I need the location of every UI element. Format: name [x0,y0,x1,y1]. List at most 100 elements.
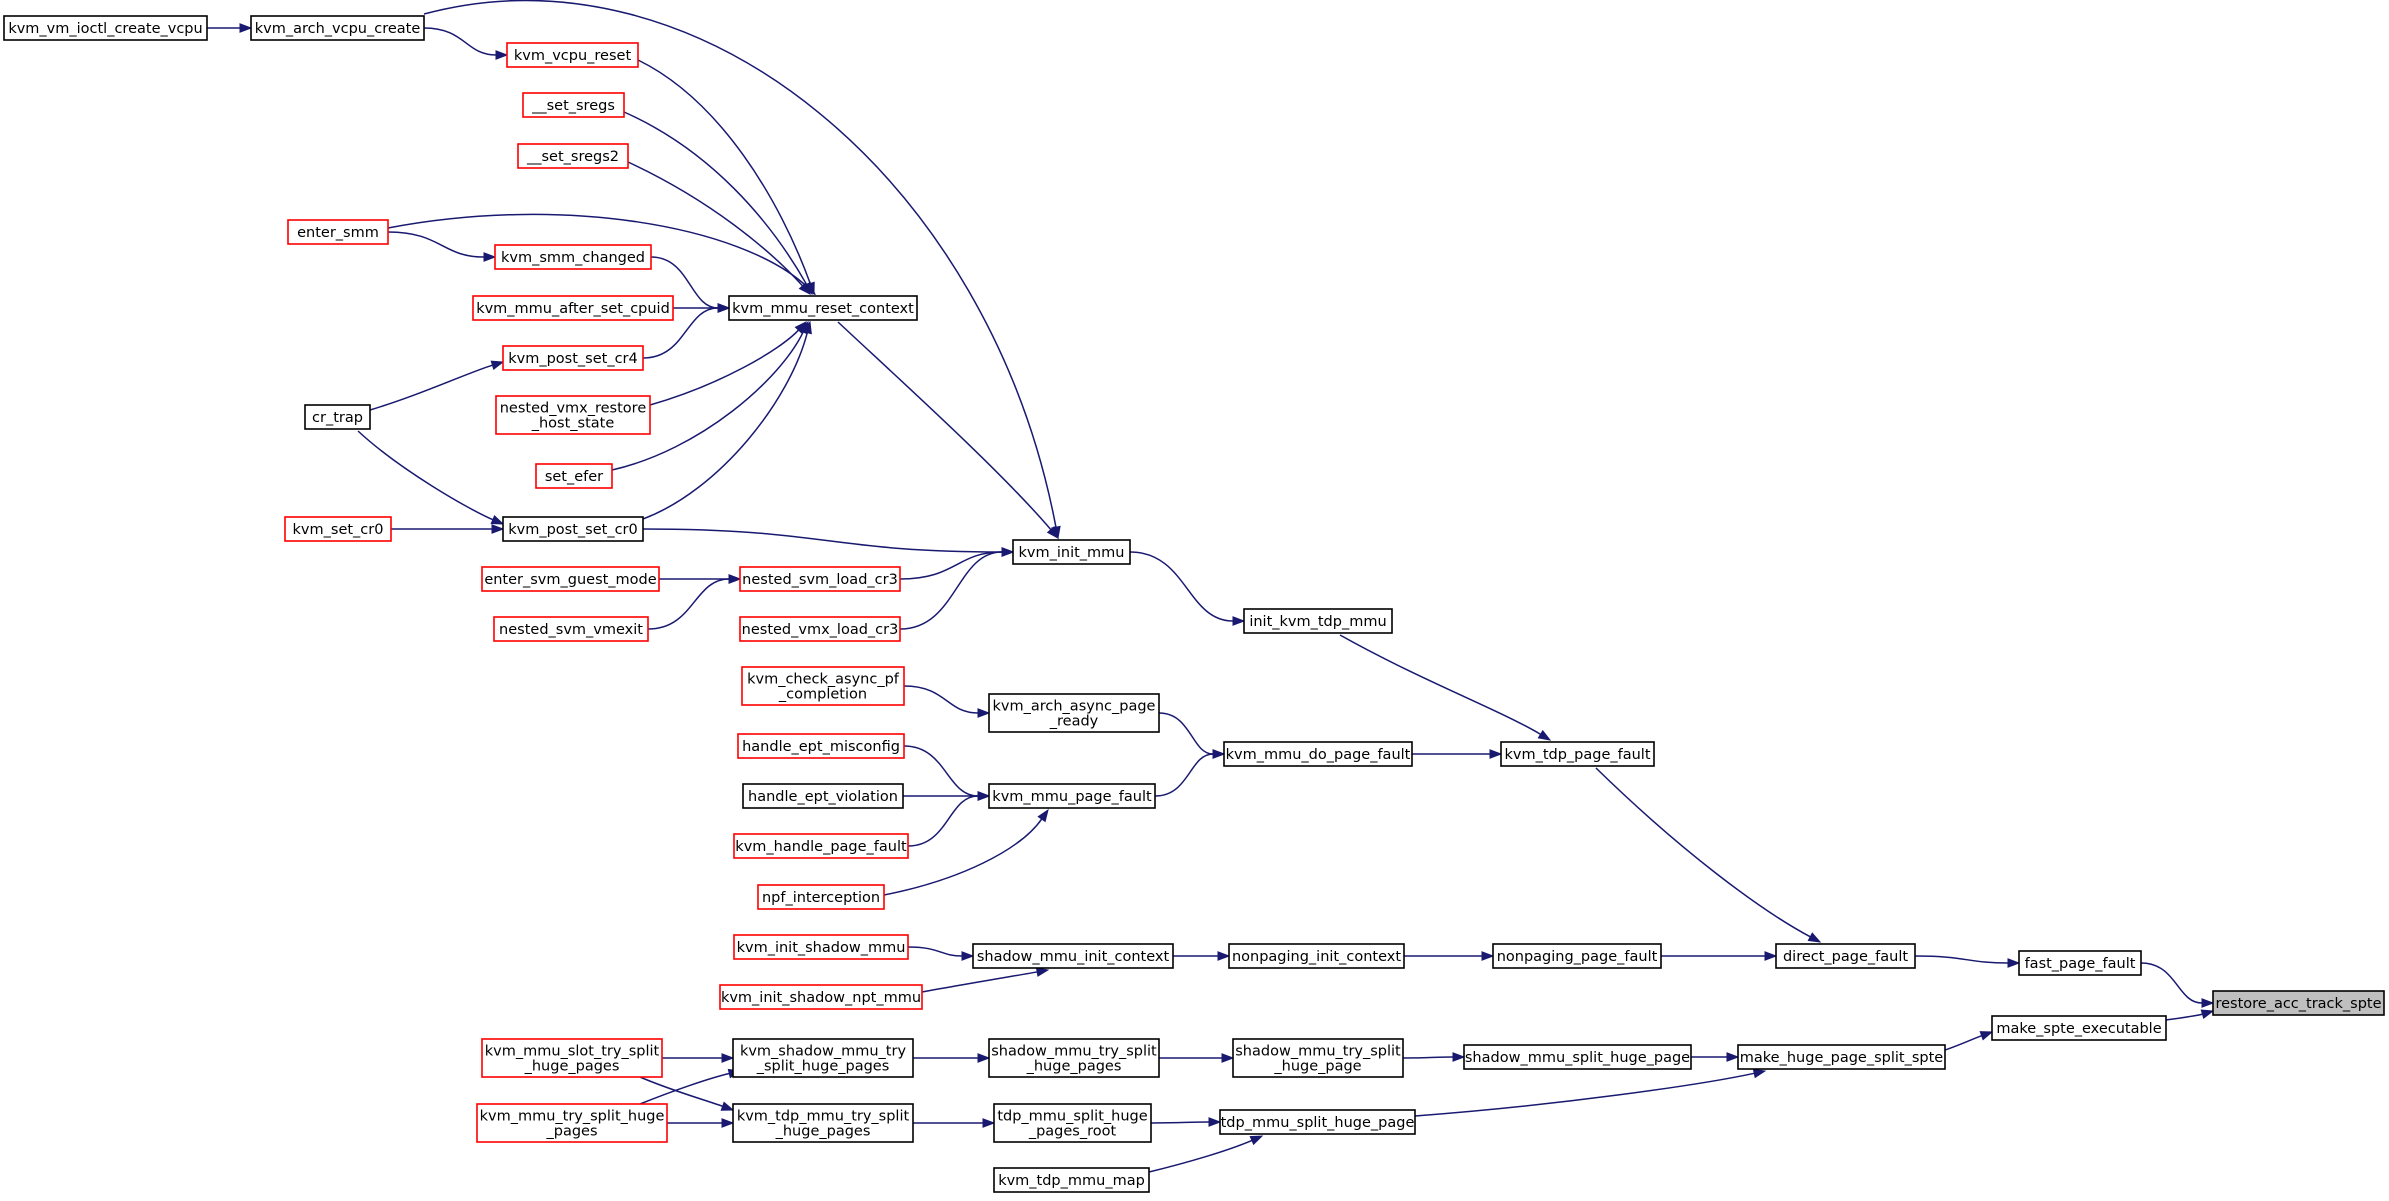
node-box[interactable] [1223,741,1413,767]
node-box[interactable] [728,295,918,321]
node-kvm_set_cr0[interactable]: kvm_set_cr0 [284,516,392,542]
node-kvm_mmu_do_page_fault[interactable]: kvm_mmu_do_page_fault [1223,741,1413,767]
node-nested_svm_vmexit[interactable]: nested_svm_vmexit [493,616,649,642]
node-box[interactable] [1463,1044,1692,1070]
node-box[interactable] [3,15,208,41]
node-npf_interception[interactable]: npf_interception [757,884,885,910]
node-kvm_init_shadow_npt_mmu[interactable]: kvm_init_shadow_npt_mmu [719,984,923,1010]
node-nested_vmx_restore_host_state[interactable]: nested_vmx_restore_host_state [495,395,651,435]
node-__set_sregs2[interactable]: __set_sregs2 [517,143,629,169]
node-box[interactable] [1775,943,1916,969]
node-box[interactable] [481,566,660,592]
node-shadow_mmu_init_context[interactable]: shadow_mmu_init_context [972,943,1174,969]
node-box[interactable] [472,295,674,321]
node-cr_trap[interactable]: cr_trap [304,404,371,430]
node-kvm_shadow_mmu_try_split_huge_pages[interactable]: kvm_shadow_mmu_try_split_huge_pages [732,1038,914,1078]
node-box[interactable] [502,516,644,542]
node-box[interactable] [287,219,389,245]
node-box[interactable] [1492,943,1662,969]
node-box[interactable] [739,616,901,642]
node-box[interactable] [1012,539,1131,565]
node-tdp_mmu_split_huge_pages_root[interactable]: tdp_mmu_split_huge_pages_root [993,1103,1152,1143]
node-restore_acc_track_spte[interactable]: restore_acc_track_spte [2212,990,2385,1016]
node-shadow_mmu_try_split_huge_pages[interactable]: shadow_mmu_try_split_huge_pages [988,1038,1160,1078]
node-box[interactable] [535,463,613,489]
node-box[interactable] [1243,608,1393,634]
node-box[interactable] [494,244,652,270]
node-box[interactable] [502,345,644,371]
node-kvm_mmu_slot_try_split_huge_pages[interactable]: kvm_mmu_slot_try_split_huge_pages [481,1038,663,1078]
node-box[interactable] [522,92,625,118]
node-box[interactable] [517,143,629,169]
node-enter_smm[interactable]: enter_smm [287,219,389,245]
node-box[interactable] [988,1038,1160,1078]
node-box[interactable] [757,884,885,910]
node-box[interactable] [733,934,909,960]
node-box[interactable] [2018,950,2142,976]
node-box[interactable] [719,984,923,1010]
node-box[interactable] [1500,741,1655,767]
node-kvm_tdp_mmu_try_split_huge_pages[interactable]: kvm_tdp_mmu_try_split_huge_pages [732,1103,914,1143]
node-box[interactable] [1991,1015,2167,1041]
node-kvm_post_set_cr4[interactable]: kvm_post_set_cr4 [502,345,644,371]
node-box[interactable] [732,1038,914,1078]
node-box[interactable] [737,733,905,759]
node-kvm_tdp_page_fault[interactable]: kvm_tdp_page_fault [1500,741,1655,767]
node-shadow_mmu_try_split_huge_page[interactable]: shadow_mmu_try_split_huge_page [1232,1038,1404,1078]
node-box[interactable] [2212,990,2385,1016]
node-kvm_tdp_mmu_map[interactable]: kvm_tdp_mmu_map [993,1167,1150,1193]
node-box[interactable] [1219,1109,1416,1135]
node-box[interactable] [993,1103,1152,1143]
node-kvm_mmu_page_fault[interactable]: kvm_mmu_page_fault [988,783,1156,809]
node-box[interactable] [1737,1044,1946,1070]
node-box[interactable] [1232,1038,1404,1078]
node-box[interactable] [481,1038,663,1078]
node-nested_svm_load_cr3[interactable]: nested_svm_load_cr3 [739,566,901,592]
node-direct_page_fault[interactable]: direct_page_fault [1775,943,1916,969]
node-tdp_mmu_split_huge_page[interactable]: tdp_mmu_split_huge_page [1219,1109,1416,1135]
node-box[interactable] [1228,943,1405,969]
node-nonpaging_init_context[interactable]: nonpaging_init_context [1228,943,1405,969]
node-kvm_mmu_try_split_huge_pages[interactable]: kvm_mmu_try_split_huge_pages [476,1103,668,1143]
node-shadow_mmu_split_huge_page[interactable]: shadow_mmu_split_huge_page [1463,1044,1692,1070]
node-box[interactable] [993,1167,1150,1193]
node-kvm_mmu_after_set_cpuid[interactable]: kvm_mmu_after_set_cpuid [472,295,674,321]
node-kvm_init_mmu[interactable]: kvm_init_mmu [1012,539,1131,565]
node-fast_page_fault[interactable]: fast_page_fault [2018,950,2142,976]
node-box[interactable] [284,516,392,542]
node-box[interactable] [972,943,1174,969]
node-box[interactable] [742,783,904,809]
node-kvm_vm_ioctl_create_vcpu[interactable]: kvm_vm_ioctl_create_vcpu [3,15,208,41]
node-kvm_handle_page_fault[interactable]: kvm_handle_page_fault [733,833,909,859]
node-box[interactable] [741,666,905,706]
node-box[interactable] [495,395,651,435]
node-enter_svm_guest_mode[interactable]: enter_svm_guest_mode [481,566,660,592]
node-make_spte_executable[interactable]: make_spte_executable [1991,1015,2167,1041]
node-nonpaging_page_fault[interactable]: nonpaging_page_fault [1492,943,1662,969]
node-kvm_check_async_pf_completion[interactable]: kvm_check_async_pf_completion [741,666,905,706]
node-handle_ept_violation[interactable]: handle_ept_violation [742,783,904,809]
node-box[interactable] [493,616,649,642]
node-box[interactable] [732,1103,914,1143]
node-kvm_arch_vcpu_create[interactable]: kvm_arch_vcpu_create [250,15,425,41]
node-box[interactable] [250,15,425,41]
node-box[interactable] [476,1103,668,1143]
node-kvm_smm_changed[interactable]: kvm_smm_changed [494,244,652,270]
node-set_efer[interactable]: set_efer [535,463,613,489]
node-box[interactable] [506,42,639,68]
node-nested_vmx_load_cr3[interactable]: nested_vmx_load_cr3 [739,616,901,642]
node-box[interactable] [733,833,909,859]
node-box[interactable] [739,566,901,592]
node-box[interactable] [988,693,1160,733]
node-handle_ept_misconfig[interactable]: handle_ept_misconfig [737,733,905,759]
node-kvm_vcpu_reset[interactable]: kvm_vcpu_reset [506,42,639,68]
node-init_kvm_tdp_mmu[interactable]: init_kvm_tdp_mmu [1243,608,1393,634]
node-kvm_mmu_reset_context[interactable]: kvm_mmu_reset_context [728,295,918,321]
node-box[interactable] [988,783,1156,809]
node-kvm_arch_async_page_ready[interactable]: kvm_arch_async_page_ready [988,693,1160,733]
node-__set_sregs[interactable]: __set_sregs [522,92,625,118]
node-box[interactable] [304,404,371,430]
node-kvm_post_set_cr0[interactable]: kvm_post_set_cr0 [502,516,644,542]
node-kvm_init_shadow_mmu[interactable]: kvm_init_shadow_mmu [733,934,909,960]
node-make_huge_page_split_spte[interactable]: make_huge_page_split_spte [1737,1044,1946,1070]
